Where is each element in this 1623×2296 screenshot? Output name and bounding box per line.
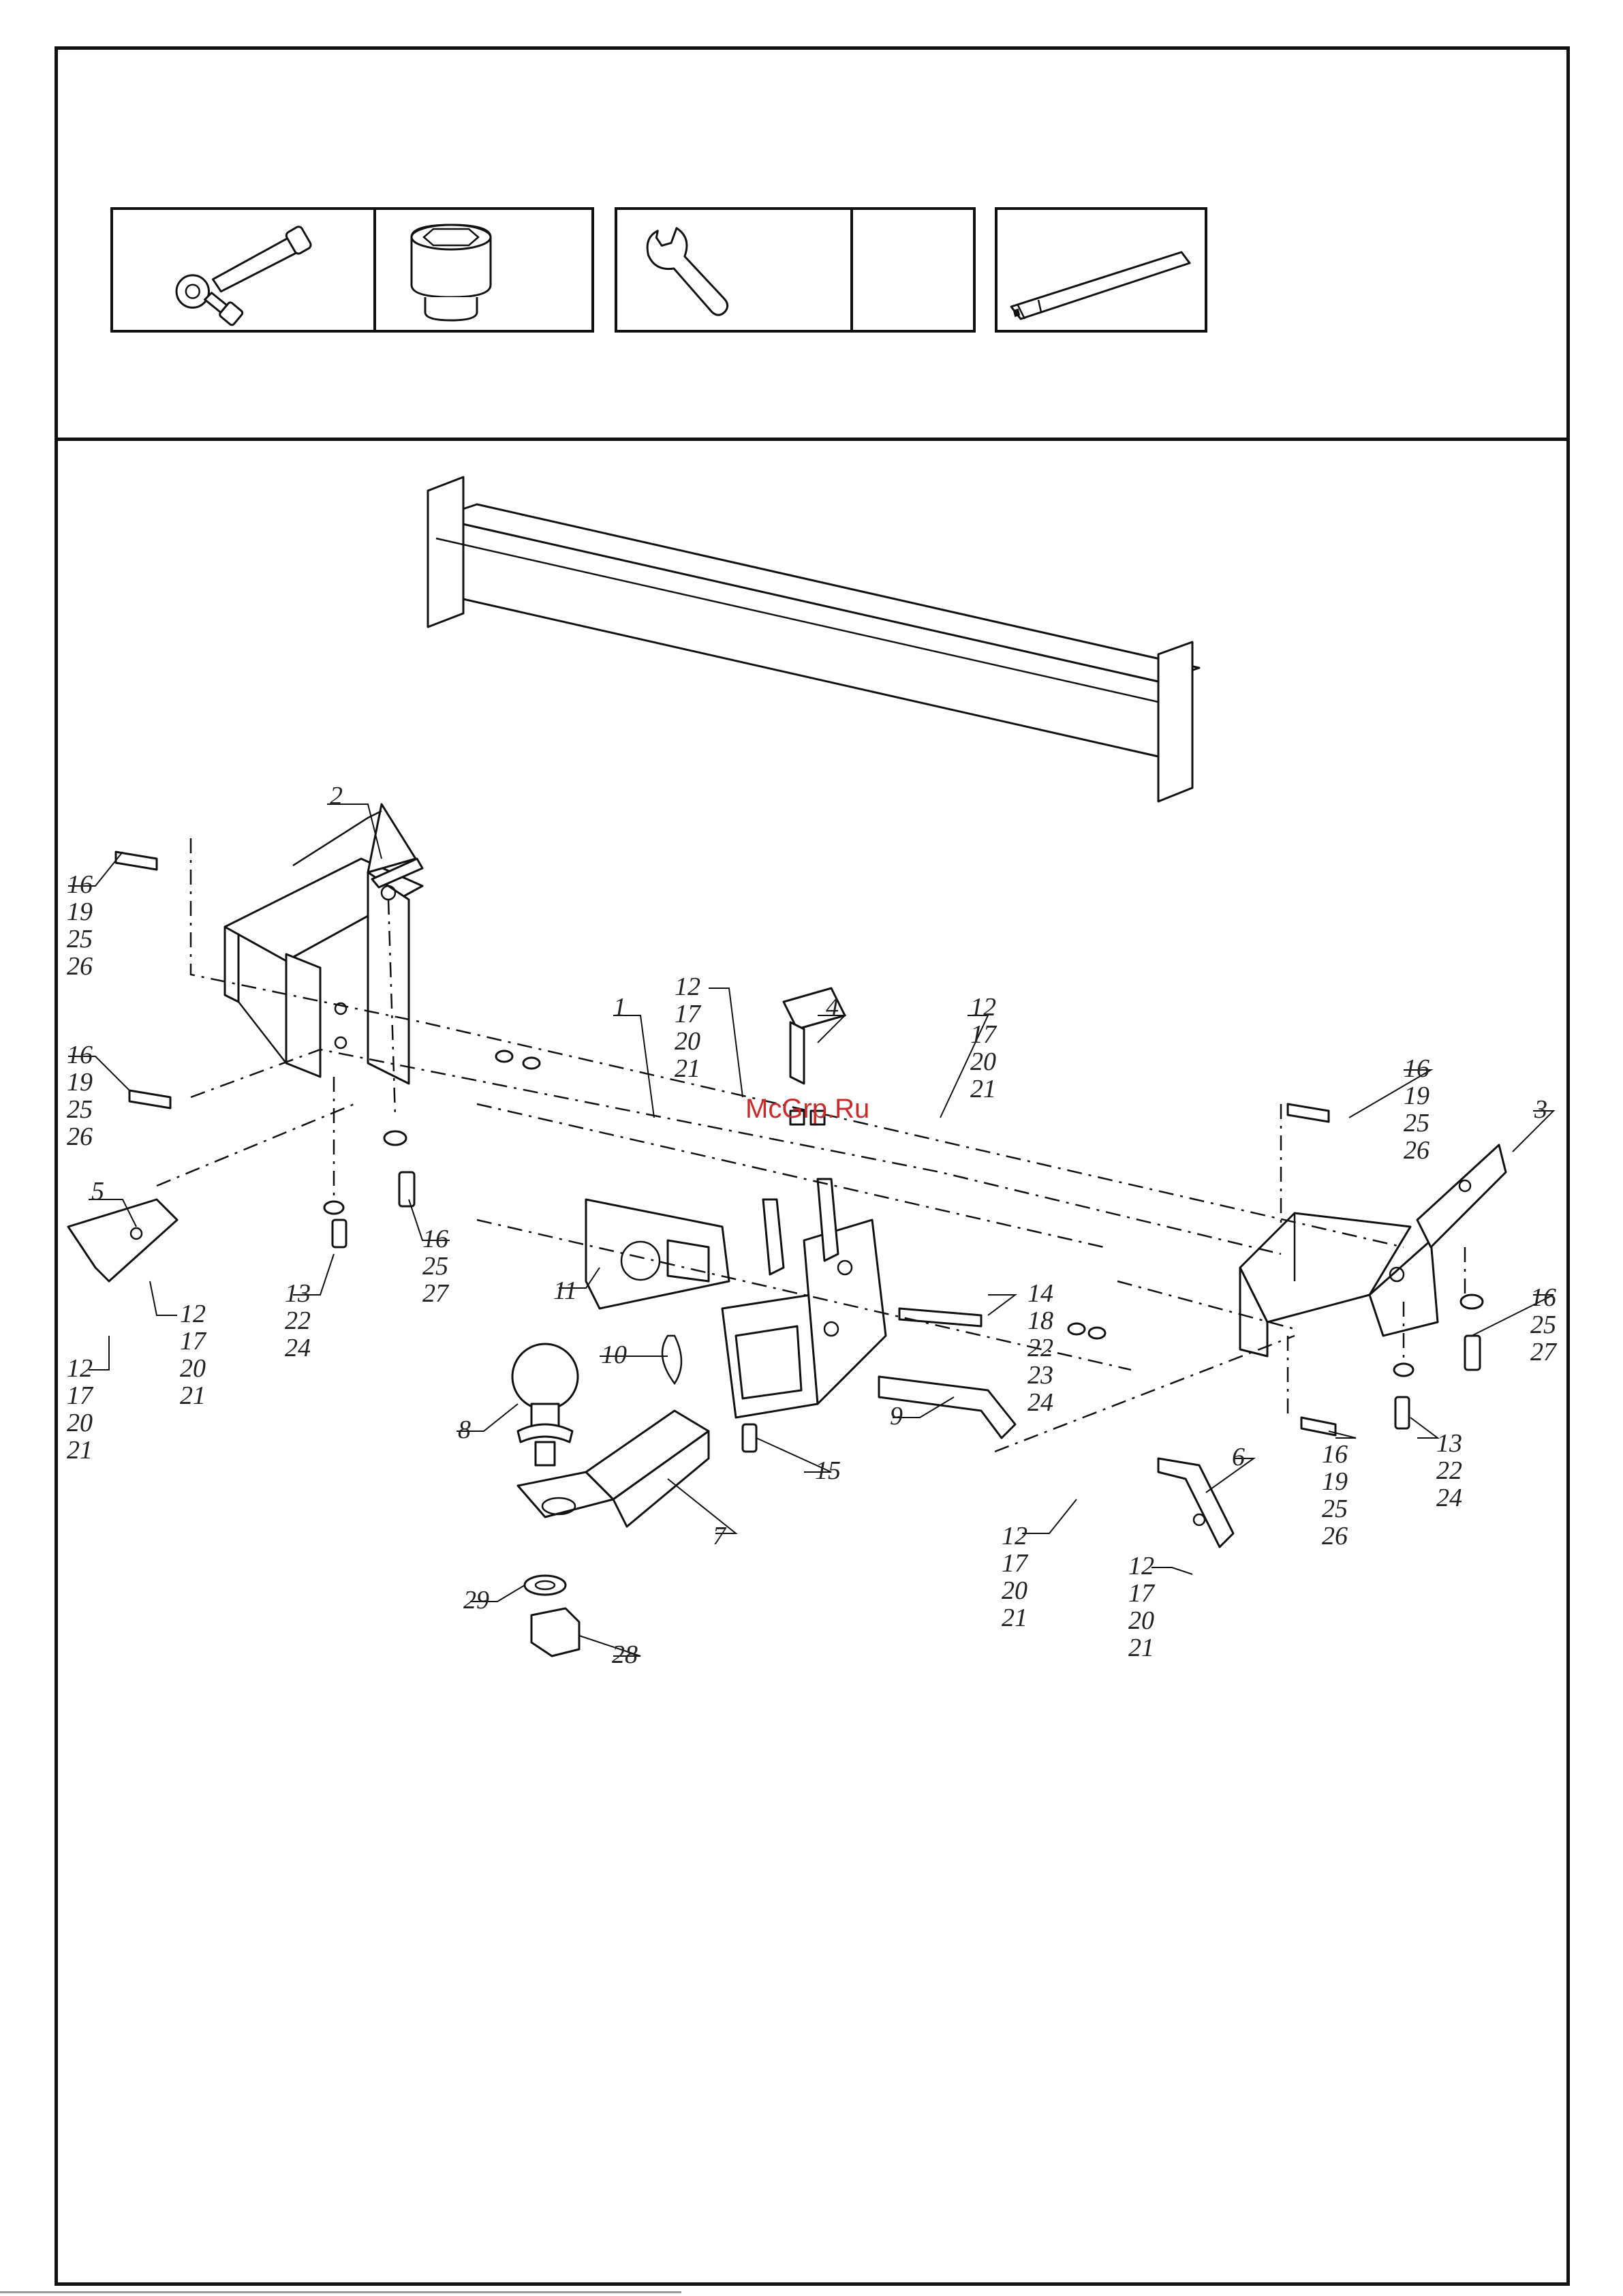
callout-29: 29 bbox=[463, 1586, 489, 1614]
callout-12e-2: 17 bbox=[1002, 1549, 1029, 1578]
callout-12b-2: 17 bbox=[970, 1020, 998, 1049]
callout-12f-3: 20 bbox=[1128, 1606, 1154, 1635]
receiver-frame-part bbox=[722, 1179, 886, 1418]
callout-16c-4: 26 bbox=[1404, 1136, 1429, 1165]
callout-14-5: 24 bbox=[1027, 1388, 1053, 1417]
callout-12d-2: 17 bbox=[67, 1381, 94, 1410]
callout-16c-1: 16 bbox=[1404, 1054, 1429, 1083]
callout-3: 3 bbox=[1534, 1095, 1547, 1124]
callout-13a-1: 13 bbox=[285, 1279, 311, 1308]
callout-12a-4: 21 bbox=[675, 1054, 700, 1083]
callout-12f-2: 17 bbox=[1128, 1579, 1156, 1608]
callout-6: 6 bbox=[1232, 1443, 1245, 1471]
callout-8: 8 bbox=[458, 1415, 471, 1444]
watermark: McGrp.Ru bbox=[745, 1094, 869, 1124]
callout-4: 4 bbox=[826, 993, 839, 1022]
callout-12f-1: 12 bbox=[1128, 1552, 1154, 1580]
callout-12e-4: 21 bbox=[1002, 1604, 1027, 1632]
callout-12e-3: 20 bbox=[1002, 1576, 1027, 1605]
callout-12c-1: 12 bbox=[180, 1300, 206, 1328]
callout-13b-3: 24 bbox=[1436, 1484, 1462, 1512]
callout-16d-1: 16 bbox=[422, 1225, 448, 1253]
callout-1: 1 bbox=[613, 993, 626, 1022]
callout-16a-1: 16 bbox=[67, 870, 93, 899]
callout-12c-4: 21 bbox=[180, 1381, 206, 1410]
callout-12b-3: 20 bbox=[970, 1047, 996, 1076]
callout-13b-2: 22 bbox=[1436, 1456, 1462, 1485]
callout-10: 10 bbox=[601, 1341, 627, 1369]
callout-12b-4: 21 bbox=[970, 1075, 996, 1103]
callout-16b-3: 25 bbox=[67, 1095, 93, 1124]
long-bolt-part bbox=[899, 1308, 981, 1326]
callout-16a-3: 25 bbox=[67, 925, 93, 953]
callout-16e-2: 25 bbox=[1530, 1311, 1556, 1339]
right-side-bracket-part bbox=[1158, 1458, 1233, 1547]
callout-12e-1: 12 bbox=[1002, 1522, 1027, 1550]
callout-16b-2: 19 bbox=[67, 1068, 93, 1097]
washer-29-part bbox=[525, 1576, 566, 1595]
left-bracket-part bbox=[225, 804, 422, 1084]
callout-16a-4: 26 bbox=[67, 952, 93, 981]
callout-16b-1: 16 bbox=[67, 1041, 93, 1069]
callout-13a-2: 22 bbox=[285, 1306, 311, 1335]
callout-15: 15 bbox=[815, 1456, 841, 1485]
callout-16c-2: 19 bbox=[1404, 1082, 1429, 1110]
callout-12d-3: 20 bbox=[67, 1409, 93, 1437]
callout-11: 11 bbox=[553, 1276, 577, 1305]
callout-16f-1: 16 bbox=[1322, 1440, 1348, 1469]
callout-5: 5 bbox=[91, 1177, 104, 1206]
towball-part bbox=[512, 1344, 578, 1465]
clip-part bbox=[662, 1336, 681, 1383]
callout-12a-1: 12 bbox=[675, 973, 700, 1001]
callout-2: 2 bbox=[330, 782, 343, 810]
callout-12d-4: 21 bbox=[67, 1436, 93, 1465]
callout-14-1: 14 bbox=[1027, 1279, 1053, 1308]
socket-plate-part bbox=[586, 1199, 729, 1308]
callout-16e-1: 16 bbox=[1530, 1283, 1556, 1312]
callout-7: 7 bbox=[713, 1522, 727, 1550]
callout-14-3: 22 bbox=[1027, 1334, 1053, 1362]
callout-12d-1: 12 bbox=[67, 1354, 93, 1383]
callout-16f-4: 26 bbox=[1322, 1522, 1348, 1550]
footer-rule bbox=[0, 2291, 681, 2293]
callout-16a-2: 19 bbox=[67, 898, 93, 926]
crossbar-part bbox=[428, 477, 1199, 801]
left-side-bracket-part bbox=[68, 1199, 177, 1281]
callout-14-4: 23 bbox=[1027, 1361, 1053, 1390]
callout-16e-3: 27 bbox=[1530, 1338, 1558, 1366]
callout-12c-3: 20 bbox=[180, 1354, 206, 1383]
callout-16d-3: 27 bbox=[422, 1279, 450, 1308]
callout-12f-4: 21 bbox=[1128, 1634, 1154, 1662]
callout-14-2: 18 bbox=[1027, 1306, 1053, 1335]
callout-12c-2: 17 bbox=[180, 1327, 207, 1356]
callout-16b-4: 26 bbox=[67, 1122, 93, 1151]
callout-16f-2: 19 bbox=[1322, 1467, 1348, 1496]
callout-9: 9 bbox=[890, 1402, 903, 1430]
callout-16f-3: 25 bbox=[1322, 1495, 1348, 1523]
callout-12a-2: 17 bbox=[675, 1000, 702, 1028]
callout-13b-1: 13 bbox=[1436, 1429, 1462, 1458]
callout-13a-3: 24 bbox=[285, 1334, 311, 1362]
callout-16d-2: 25 bbox=[422, 1252, 448, 1281]
callout-28: 28 bbox=[612, 1640, 638, 1669]
callout-16c-3: 25 bbox=[1404, 1109, 1429, 1137]
callout-12b-1: 12 bbox=[970, 993, 996, 1022]
callout-12a-3: 20 bbox=[675, 1027, 700, 1056]
nut-28-part bbox=[531, 1608, 579, 1656]
